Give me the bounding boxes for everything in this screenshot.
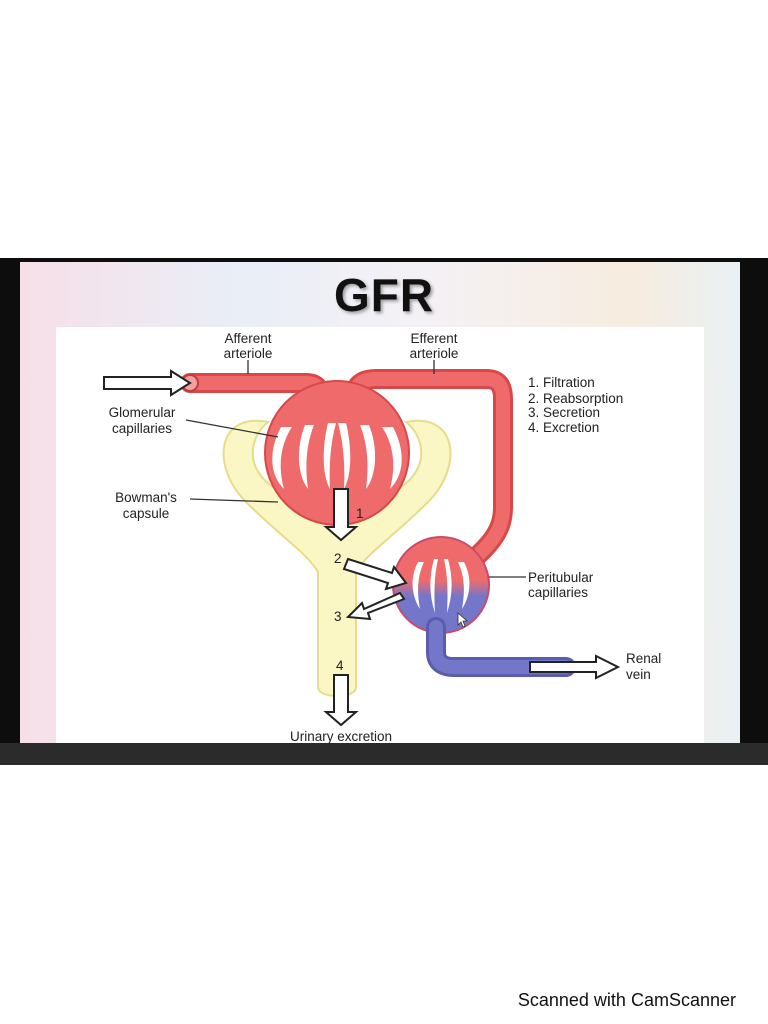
diagram-panel: Afferent arteriole Efferent arteriole Gl… [56,327,704,743]
taskbar [0,743,768,765]
label-afferent-1: Afferent [224,331,271,346]
mouse-cursor-icon [457,612,469,628]
nephron-diagram: Afferent arteriole Efferent arteriole Gl… [103,331,661,743]
glomerular-capillaries [264,380,410,526]
label-renal-2: vein [626,667,651,682]
slide-title: GFR [333,269,435,321]
inflow-arrow [103,369,192,397]
step-legend-1: 1. Filtration [528,375,595,390]
label-bowmans-1: Bowman's [115,490,177,505]
step-legend-3: 3. Secretion [528,405,600,420]
step-marker-3: 3 [334,609,342,624]
step-marker-1: 1 [356,506,364,521]
reabsorption-arrow [342,557,408,591]
step-legend-2: 2. Reabsorption [528,391,623,406]
label-efferent-1: Efferent [410,331,457,346]
secretion-arrow [345,591,406,621]
step-marker-4: 4 [336,658,344,673]
step-marker-2: 2 [334,551,342,566]
scanner-footer: Scanned with CamScanner [517,990,736,1010]
renal-vein-arrow [529,654,621,680]
label-glomerular-1: Glomerular [109,405,176,420]
label-efferent-2: arteriole [410,346,459,361]
label-bowmans-2: capsule [123,506,170,521]
label-renal-1: Renal [626,651,661,666]
label-peritubular-1: Peritubular [528,570,594,585]
step-legend-4: 4. Excretion [528,420,599,435]
peritubular-capillaries [392,536,490,634]
label-afferent-2: arteriole [224,346,273,361]
label-urinary-excretion: Urinary excretion [290,729,392,743]
label-peritubular-2: capillaries [528,585,588,600]
excretion-arrow [323,674,359,727]
label-glomerular-2: capillaries [112,421,172,436]
filtration-arrow [323,488,359,542]
